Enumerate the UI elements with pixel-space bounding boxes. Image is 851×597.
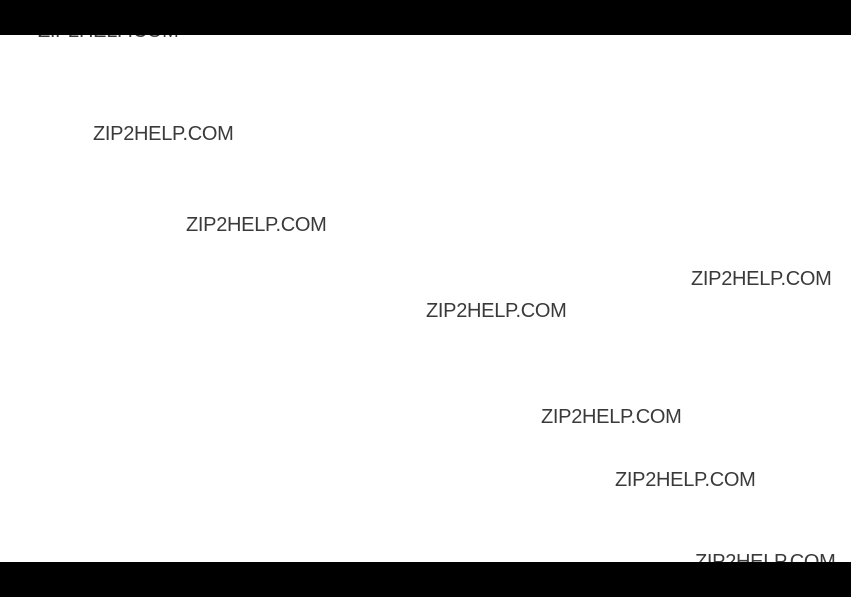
watermark-text: ZIP2HELP.COM [691, 268, 832, 290]
bottom-letterbox-bar [0, 562, 851, 597]
watermark-text: ZIP2HELP.COM [541, 406, 682, 428]
watermark-text: ZIP2HELP.COM [186, 214, 327, 236]
watermark-text: ZIP2HELP.COM [93, 123, 234, 145]
watermark-text: ZIP2HELP.COM [615, 469, 756, 491]
top-letterbox-bar [0, 0, 851, 35]
watermark-text: ZIP2HELP.COM [426, 300, 567, 322]
